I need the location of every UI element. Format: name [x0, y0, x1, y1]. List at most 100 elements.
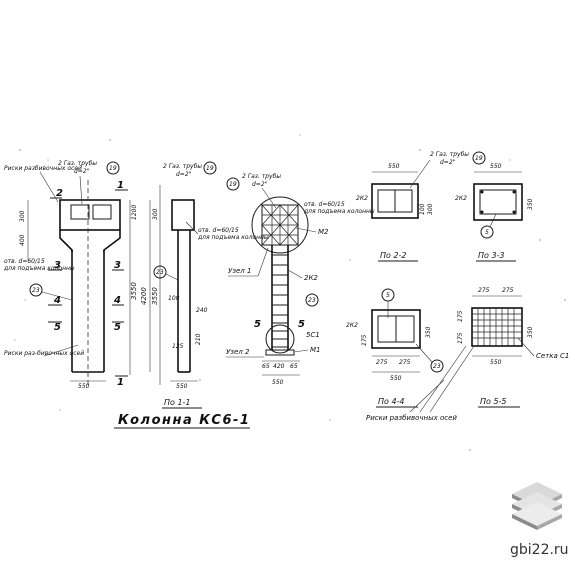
section-1-1-view: 4200 3550 300 2 Газ. трубы d=2" 19 отв. …	[140, 161, 269, 409]
dim-65b: 65	[290, 363, 298, 370]
pipes-label: 2 Газ. трубы	[58, 160, 97, 167]
mark-2k2: 2К2	[346, 322, 358, 329]
dim-275: 275	[376, 359, 388, 366]
dim-400: 400	[19, 234, 26, 246]
mark-2k2: 2К2	[304, 274, 318, 282]
pipe-opening	[70, 204, 90, 220]
dim-100: 100	[419, 203, 426, 215]
section-mark-4: 4	[53, 295, 61, 306]
section-5-5-outline	[471, 307, 523, 347]
section-mark-2: 2	[56, 188, 63, 199]
pipes-label: 2 Газ. трубы	[242, 173, 281, 180]
caption-4-4: По 4-4	[378, 397, 405, 406]
reinforcement-view: 19 2 Газ. трубы d=2" отв. d=60/15 для по…	[226, 173, 375, 386]
callout-23-text: 23	[308, 297, 316, 304]
hole-purpose-label: для подъема колонны	[303, 208, 375, 215]
node-1-circle	[251, 196, 309, 254]
bottom-marks-label: Риски раз-бивочных осей	[4, 350, 84, 357]
callout-23	[430, 359, 444, 373]
callout-23-text: 23	[156, 269, 164, 276]
mesh-label: Сетка С1	[536, 352, 569, 360]
section-mark-3b: 3	[114, 260, 121, 271]
section-3-3-outline	[473, 183, 523, 221]
hole-purpose-label: для подъема колонны	[197, 234, 269, 241]
callout-19-text: 19	[109, 165, 117, 172]
hole-purpose-label: для подъема колонны	[3, 265, 75, 272]
dim-300: 300	[19, 210, 26, 222]
node-2-circle	[265, 324, 295, 354]
callout-19	[106, 161, 120, 175]
callout-19	[226, 177, 240, 191]
dim-550: 550	[78, 383, 90, 390]
caption-5-5: По 5-5	[480, 397, 507, 406]
section-mark-3: 3	[54, 260, 61, 271]
callout-23-text: 23	[433, 363, 441, 370]
callout-19-text: 19	[206, 165, 214, 172]
dim-550: 550	[490, 359, 502, 366]
drawing-title: Колонна КС6-1	[118, 413, 250, 428]
mark-2k2: 2К2	[455, 195, 467, 202]
section-5-5-view: 275 275 175 175 350 550 Сетка С1 По 5-5	[457, 287, 569, 408]
callout-19-text: 19	[229, 181, 237, 188]
pipes-dia-label: d=2"	[74, 168, 90, 175]
section-mark-5: 5	[254, 319, 261, 330]
pipe-opening	[92, 204, 112, 220]
dim-125: 125	[172, 343, 184, 350]
pipes-dia-label: d=2"	[252, 181, 268, 188]
dim-240: 240	[196, 307, 208, 314]
mark-5c1: 5С1	[306, 331, 320, 339]
section-markers	[48, 189, 128, 377]
section-mark-5: 5	[54, 322, 61, 333]
dim-350: 350	[527, 198, 534, 210]
axis-marks-note: Риски разбивочных осей	[366, 345, 475, 422]
hole-label: отв. d=60/15	[198, 227, 239, 234]
callout-23-text: 23	[32, 287, 40, 294]
section-mark-1: 1	[117, 180, 124, 191]
section-4-4-outline	[371, 309, 421, 349]
section-3-3-view: 550 2К2 350 5 По 3-3	[455, 163, 534, 262]
callout-5-text: 5	[485, 229, 489, 236]
callout-19	[203, 161, 217, 175]
section-mark-5b: 5	[298, 319, 305, 330]
scan-noise	[14, 134, 566, 451]
column-head	[59, 199, 121, 231]
elevation-view: 2 1 3 3 4 4 5 5 1 Риски разбивочных осей…	[3, 160, 138, 390]
dim-350: 350	[527, 326, 534, 338]
mark-2k2: 2К2	[356, 195, 368, 202]
pipes-label: 2 Газ. трубы	[163, 163, 202, 170]
dim-550: 550	[176, 383, 188, 390]
dim-420: 420	[273, 363, 285, 370]
section-2-2-outline	[371, 183, 419, 219]
dim-275b: 275	[502, 287, 514, 294]
caption-1-1: По 1-1	[164, 398, 191, 407]
dim-350: 350	[425, 326, 432, 338]
callout-23	[305, 293, 319, 307]
dim-3550: 3550	[151, 287, 159, 305]
section-mark-1b: 1	[117, 377, 124, 388]
dim-65: 65	[262, 363, 270, 370]
dim-210: 210	[195, 333, 202, 345]
section-4-4-view: 5 2К2 175 350 275 275 550 23 По 4-4	[346, 288, 444, 408]
callout-19	[472, 151, 486, 165]
dim-3550: 3550	[130, 282, 138, 300]
mark-m1: М1	[310, 346, 321, 354]
callout-5-text: 5	[386, 292, 390, 299]
dim-100: 100	[168, 295, 180, 302]
section-2-2-view: 550 2К2 100 300 2 Газ. трубы d=2" 19 По …	[356, 151, 486, 262]
hole-label: отв. d=60/15	[4, 258, 45, 265]
caption-3-3: По 3-3	[478, 251, 505, 260]
section-mark-4b: 4	[113, 295, 121, 306]
dim-550: 550	[490, 163, 502, 170]
watermark-text: gbi22.ru	[510, 542, 569, 558]
pipes-label: 2 Газ. трубы	[430, 151, 469, 158]
dim-275b: 275	[399, 359, 411, 366]
node-2-label: Узел 2	[226, 348, 250, 356]
mesh-grid	[472, 308, 522, 346]
callout-19-text: 19	[475, 155, 483, 162]
pipes-dia-label: d=2"	[176, 171, 192, 178]
callout-23	[153, 265, 167, 279]
pipes-dia-label: d=2"	[440, 159, 456, 166]
callout-5	[480, 225, 494, 239]
corbel-left	[59, 230, 73, 252]
